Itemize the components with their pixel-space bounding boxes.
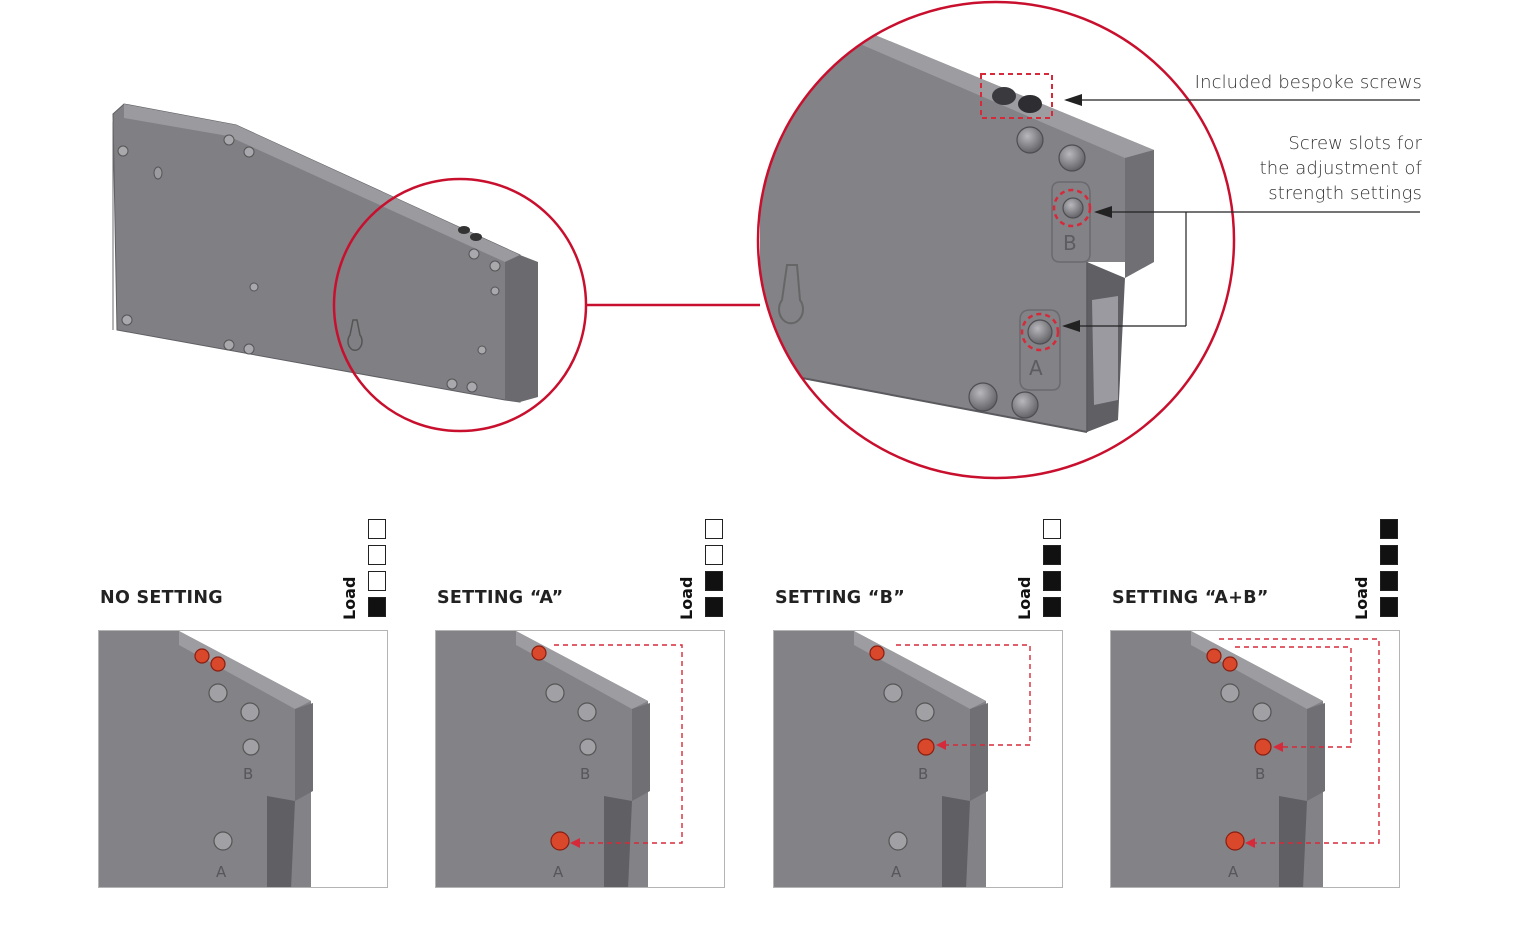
active-screw	[1206, 648, 1222, 664]
screw	[883, 683, 903, 703]
load-level-box	[1043, 597, 1061, 617]
setting-illustration: BA	[774, 631, 1031, 887]
callout-included-screws: Included bespoke screws	[1150, 70, 1422, 95]
housing-face	[970, 703, 988, 801]
active-screw	[550, 831, 570, 851]
load-level-box	[1043, 545, 1061, 565]
housing-zoomed: B A	[759, 2, 1154, 433]
slot-letter-a-zoom: A	[1029, 356, 1043, 380]
slot-letter-b: B	[243, 765, 253, 783]
active-screw	[1222, 656, 1238, 672]
callout-leaders	[1062, 94, 1420, 332]
active-screw	[194, 648, 210, 664]
load-label: Load	[1015, 576, 1034, 620]
setting-title: SETTING “A”	[437, 588, 564, 608]
screw	[915, 702, 935, 722]
housing-face	[604, 796, 632, 887]
arrow-head	[570, 838, 580, 848]
load-level-box	[705, 519, 723, 539]
arrow-head	[1245, 838, 1255, 848]
housing-face	[295, 703, 313, 801]
screw	[242, 738, 260, 756]
load-label: Load	[340, 576, 359, 620]
dashed-connector	[1219, 638, 1380, 844]
housing-face	[854, 631, 986, 709]
setting-illustration: BA	[436, 631, 683, 887]
housing-face	[179, 631, 311, 709]
housing-face	[1111, 631, 1323, 887]
active-screw	[869, 645, 885, 661]
load-level-box	[1380, 597, 1398, 617]
setting-title: NO SETTING	[100, 588, 223, 608]
housing-face	[267, 796, 295, 887]
slot-letter-b: B	[918, 765, 928, 783]
housing-overview	[112, 103, 538, 403]
slot-letter-b: B	[580, 765, 590, 783]
arrow-head	[936, 740, 946, 750]
housing-face	[99, 631, 311, 887]
screw	[545, 683, 565, 703]
active-screw	[210, 656, 226, 672]
screw	[208, 683, 228, 703]
screw	[1220, 683, 1240, 703]
zoom-circle-large	[756, 0, 1236, 480]
slot-letter-a: A	[553, 863, 564, 881]
screw	[1252, 702, 1272, 722]
load-level-box	[368, 597, 386, 617]
housing-face	[942, 796, 970, 887]
load-label: Load	[677, 576, 696, 620]
active-screw	[531, 645, 547, 661]
slot-letter-a: A	[216, 863, 227, 881]
load-level-box	[368, 545, 386, 565]
setting-title: SETTING “B”	[775, 588, 906, 608]
dashed-connector	[554, 644, 683, 844]
slot-letter-b-zoom: B	[1063, 231, 1077, 255]
arrow-head	[1273, 742, 1283, 752]
screw	[579, 738, 597, 756]
slot-letter-a: A	[891, 863, 902, 881]
load-level-box	[1380, 571, 1398, 591]
dashed-connector	[1235, 646, 1352, 748]
load-level-box	[705, 597, 723, 617]
slot-letter-a: A	[1228, 863, 1239, 881]
active-screw	[1225, 831, 1245, 851]
setting-illustration: BA	[99, 631, 313, 887]
screw	[213, 831, 233, 851]
load-level-box	[1380, 545, 1398, 565]
housing-face	[516, 631, 648, 709]
load-level-box	[368, 571, 386, 591]
setting-title: SETTING “A+B”	[1112, 588, 1269, 608]
load-level-box	[705, 571, 723, 591]
active-screw	[917, 738, 935, 756]
callout-included-screws-text: Included bespoke screws	[1194, 72, 1422, 93]
callout-line-1: Screw slots for	[1288, 133, 1422, 154]
housing-face	[1307, 703, 1325, 801]
callout-line-3: strength settings	[1268, 183, 1422, 204]
callout-line-2: the adjustment of	[1259, 158, 1422, 179]
housing-face	[774, 631, 986, 887]
housing-face	[632, 703, 650, 801]
active-screw	[1254, 738, 1272, 756]
dashed-connector	[896, 644, 1031, 746]
load-level-box	[368, 519, 386, 539]
housing-face	[1191, 631, 1323, 709]
load-level-box	[705, 545, 723, 565]
housing-face	[1279, 796, 1307, 887]
setting-illustration: BA	[1111, 631, 1380, 887]
load-level-box	[1043, 519, 1061, 539]
housing-face	[436, 631, 648, 887]
load-level-box	[1380, 519, 1398, 539]
load-level-box	[1043, 571, 1061, 591]
slot-letter-b: B	[1255, 765, 1265, 783]
screw	[577, 702, 597, 722]
load-label: Load	[1352, 576, 1371, 620]
screw	[888, 831, 908, 851]
callout-screw-slots: Screw slots for the adjustment of streng…	[1150, 131, 1422, 206]
screw	[240, 702, 260, 722]
